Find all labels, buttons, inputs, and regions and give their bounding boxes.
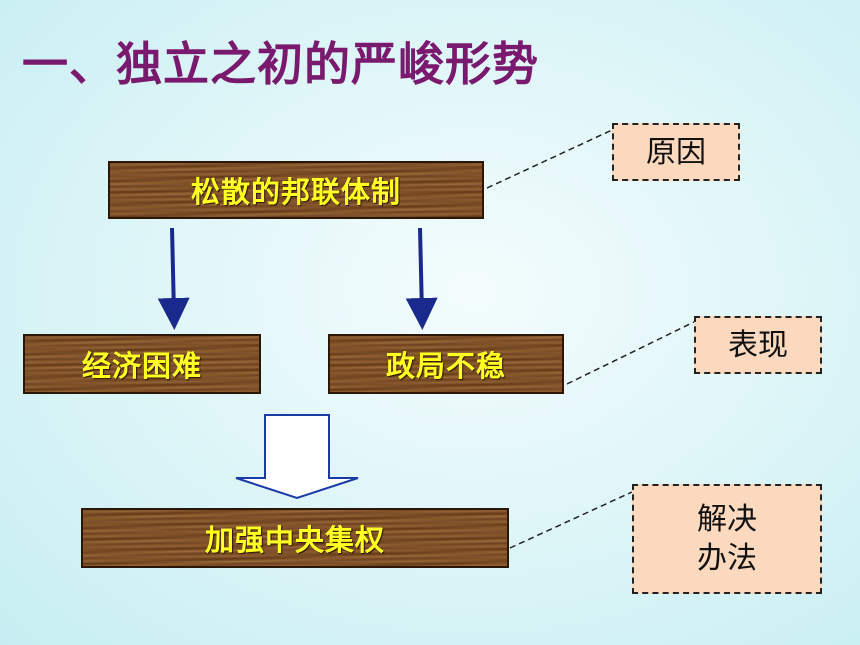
dashed-link-cause xyxy=(486,129,613,189)
political-instability-box: 政局不稳 xyxy=(328,334,564,394)
dashed-link-manifestation xyxy=(566,321,695,385)
arrow-to-economic-difficulty xyxy=(157,227,190,330)
confederation-system-box: 松散的邦联体制 xyxy=(108,161,484,219)
page-title: 一、独立之初的严峻形势 xyxy=(22,37,539,91)
strengthen-central-power-box: 加强中央集权 xyxy=(81,508,509,568)
hollow-down-arrow xyxy=(235,414,359,500)
arrow-to-political-instability xyxy=(405,227,438,330)
solution-label: 解决 办法 xyxy=(632,484,822,594)
cause-label: 原因 xyxy=(612,123,740,181)
dashed-link-solution xyxy=(509,491,633,549)
manifestation-label: 表现 xyxy=(694,316,822,374)
economic-difficulty-box: 经济困难 xyxy=(23,334,261,394)
